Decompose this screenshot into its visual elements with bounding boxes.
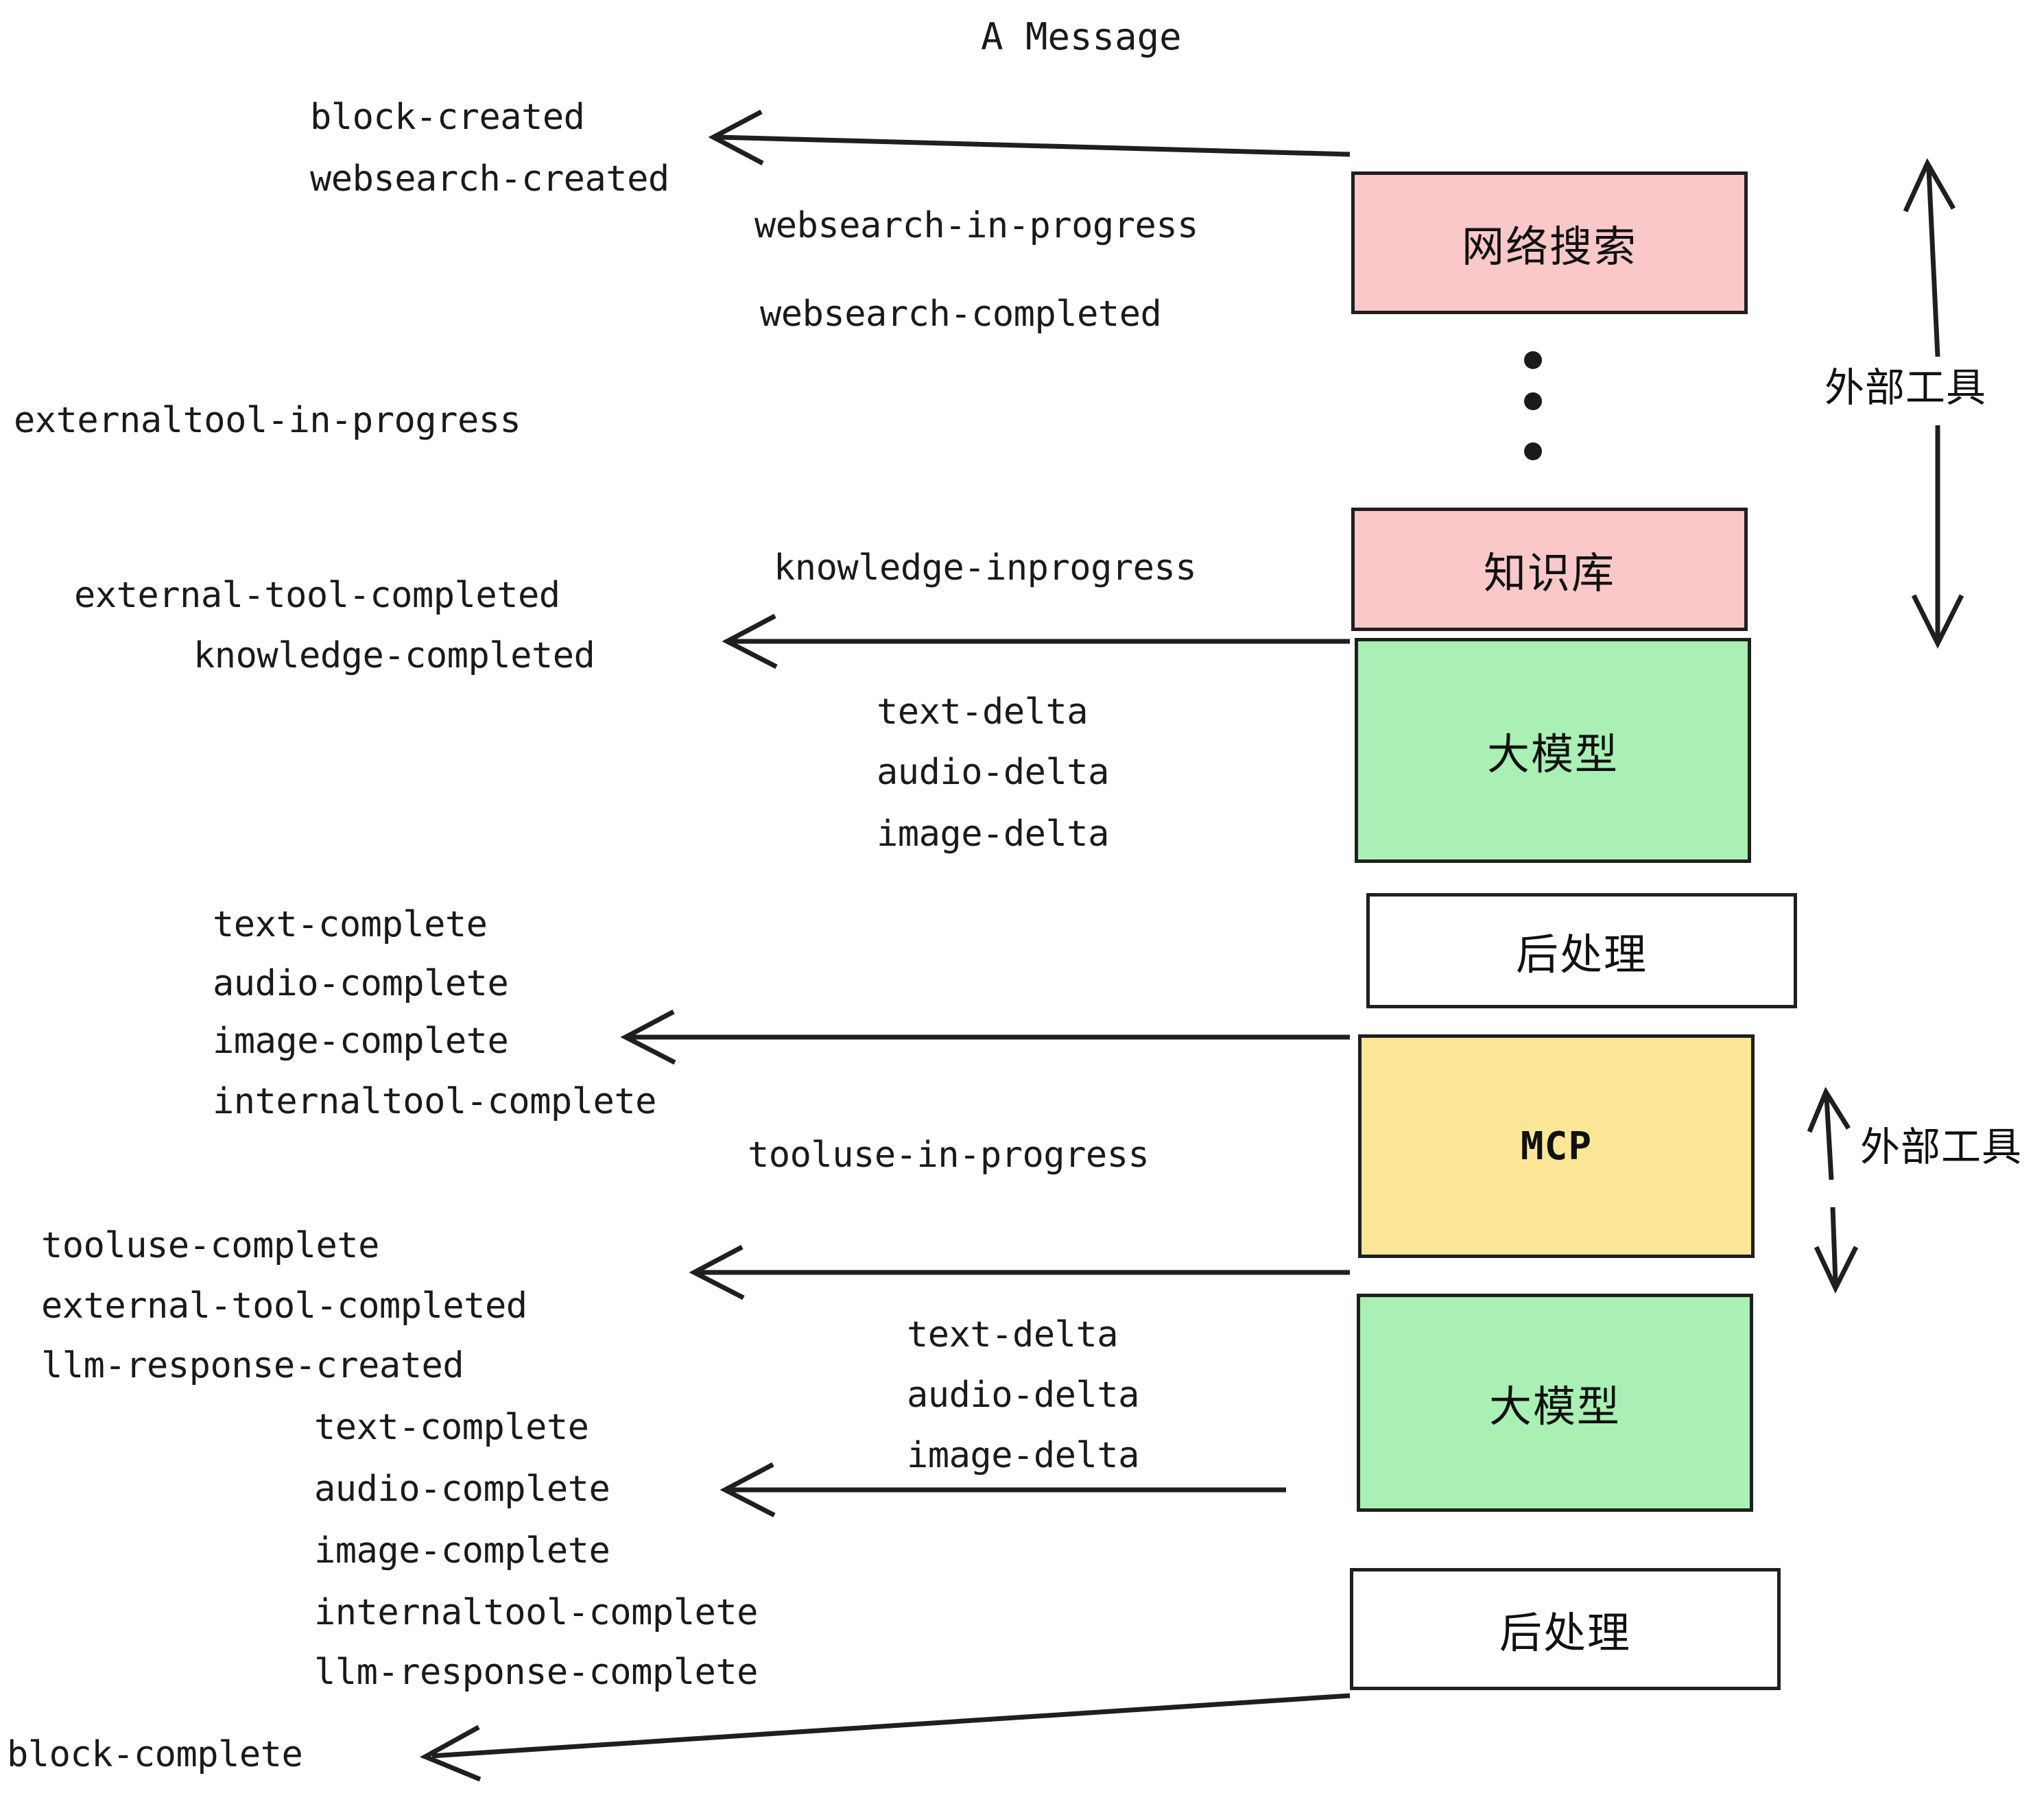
event-tooluse-in-progress: tooluse-in-progress xyxy=(748,1135,1150,1176)
event-audio-delta-2: audio-delta xyxy=(907,1375,1139,1416)
event-knowledge-completed: knowledge-completed xyxy=(193,635,595,676)
event-audio-complete-1: audio-complete xyxy=(213,963,509,1004)
box-llm-1[interactable]: 大模型 xyxy=(1355,638,1751,863)
event-image-complete-2: image-complete xyxy=(314,1530,610,1571)
side-label-external-tool-1: 外部工具 xyxy=(1825,364,1987,411)
arrow-websearch-to-block-created xyxy=(708,109,1351,166)
vertical-ellipsis-dot-2 xyxy=(1524,392,1542,410)
external-tool-up-arrow-2 xyxy=(1807,1087,1851,1180)
event-text-delta-1: text-delta xyxy=(877,691,1089,733)
box-llm-1-label: 大模型 xyxy=(1486,729,1619,779)
event-audio-complete-2: audio-complete xyxy=(314,1469,610,1510)
event-audio-delta-1: audio-delta xyxy=(877,752,1109,793)
external-tool-up-arrow-1 xyxy=(1903,158,1956,357)
arrow-knowledge-to-knowledge-completed xyxy=(722,613,1350,669)
event-image-complete-1: image-complete xyxy=(213,1021,509,1062)
side-label-external-tool-2: 外部工具 xyxy=(1860,1124,2023,1170)
box-postprocess-1[interactable]: 后处理 xyxy=(1366,893,1797,1008)
event-external-tool-completed-1: external-tool-completed xyxy=(74,575,560,616)
event-block-created: block-created xyxy=(310,97,585,138)
event-image-delta-2: image-delta xyxy=(907,1435,1139,1476)
box-postprocess-2[interactable]: 后处理 xyxy=(1350,1568,1781,1690)
event-tooluse-complete: tooluse-complete xyxy=(41,1225,379,1266)
event-internaltool-complete-1: internaltool-complete xyxy=(213,1081,656,1122)
box-llm-2-label: 大模型 xyxy=(1488,1381,1621,1432)
event-websearch-in-progress: websearch-in-progress xyxy=(754,205,1198,246)
event-llm-response-complete: llm-response-complete xyxy=(314,1652,758,1693)
arrow-postprocess-to-image-complete xyxy=(620,1009,1350,1065)
arrow-mcp-to-tooluse-complete xyxy=(689,1244,1350,1301)
box-websearch-label: 网络搜索 xyxy=(1461,222,1637,272)
event-text-complete-2: text-complete xyxy=(314,1407,589,1448)
box-llm-2[interactable]: 大模型 xyxy=(1357,1294,1753,1512)
box-knowledge-base-label: 知识库 xyxy=(1483,548,1615,598)
event-text-complete-1: text-complete xyxy=(213,904,488,945)
event-block-complete: block-complete xyxy=(7,1734,303,1775)
external-tool-down-arrow-1 xyxy=(1911,425,1964,649)
box-websearch[interactable]: 网络搜索 xyxy=(1351,171,1748,314)
box-mcp[interactable]: MCP xyxy=(1358,1034,1755,1258)
vertical-ellipsis-dot-3 xyxy=(1524,442,1542,460)
vertical-ellipsis-dot-1 xyxy=(1524,351,1542,369)
box-mcp-label: MCP xyxy=(1520,1124,1593,1169)
event-knowledge-inprogress: knowledge-inprogress xyxy=(774,547,1197,589)
box-postprocess-2-label: 后处理 xyxy=(1499,1608,1631,1658)
box-postprocess-1-label: 后处理 xyxy=(1515,929,1648,980)
event-externaltool-in-progress: externaltool-in-progress xyxy=(14,400,521,441)
event-external-tool-completed-2: external-tool-completed xyxy=(41,1285,527,1327)
event-image-delta-1: image-delta xyxy=(877,814,1109,855)
event-websearch-completed: websearch-completed xyxy=(760,294,1162,335)
event-llm-response-created: llm-response-created xyxy=(41,1345,464,1386)
external-tool-down-arrow-2 xyxy=(1814,1207,1859,1294)
event-websearch-created: websearch-created xyxy=(310,158,669,200)
event-internaltool-complete-2: internaltool-complete xyxy=(314,1592,758,1633)
event-text-delta-2: text-delta xyxy=(907,1314,1119,1355)
page-title: A Message xyxy=(981,15,1182,58)
arrow-postprocess-to-block-complete xyxy=(419,1693,1351,1782)
box-knowledge-base[interactable]: 知识库 xyxy=(1351,508,1748,631)
